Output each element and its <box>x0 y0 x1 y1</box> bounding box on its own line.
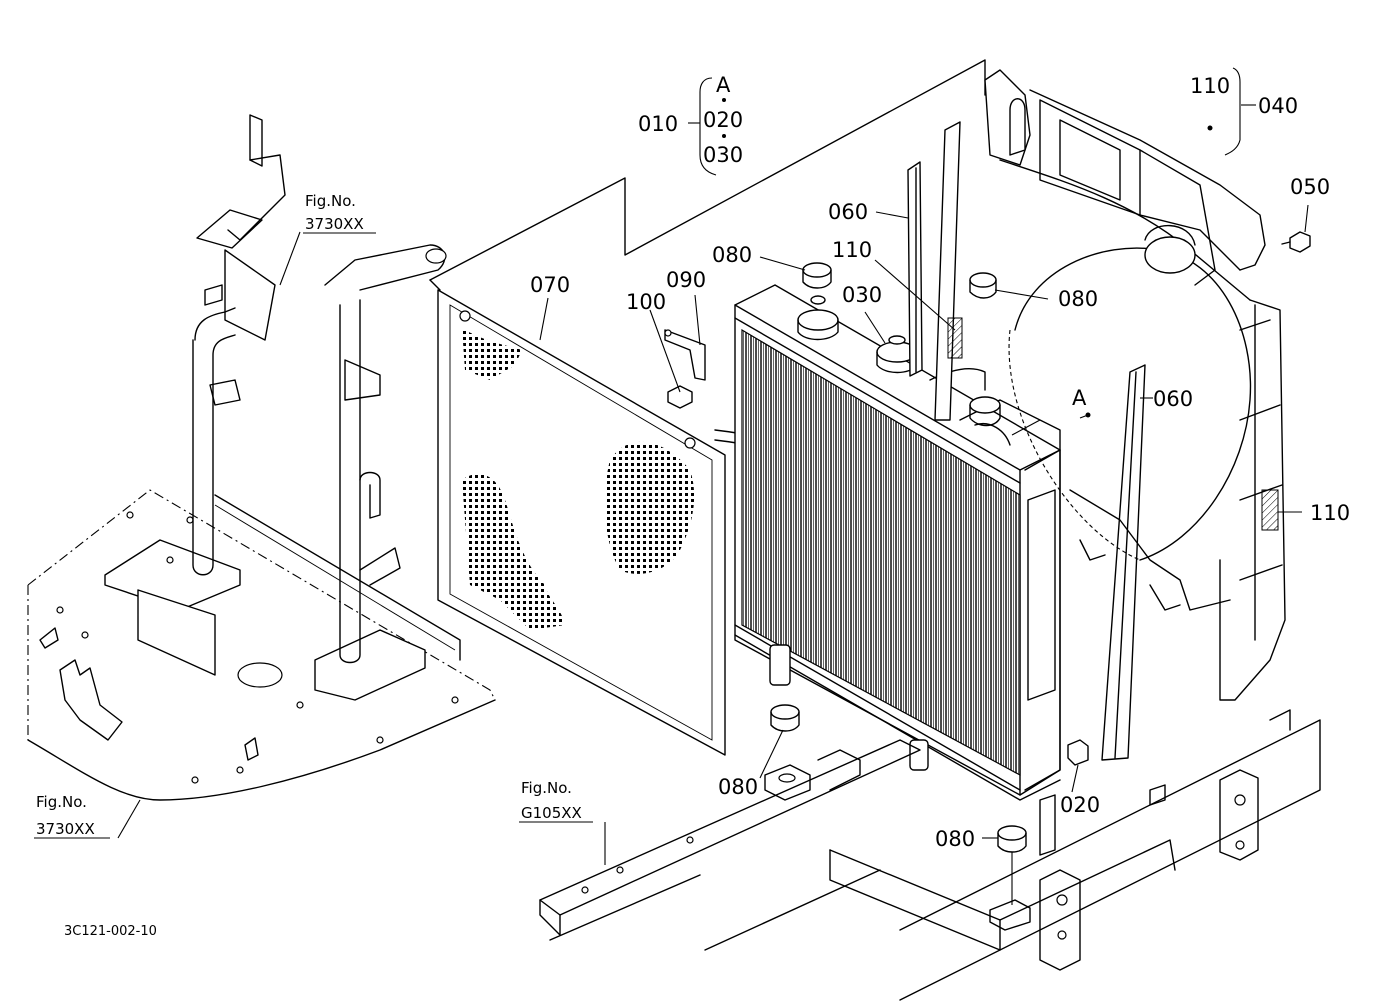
label-110-right: 110 <box>1310 501 1350 525</box>
label-060-right: 060 <box>1153 387 1193 411</box>
seal-060-right <box>1101 364 1146 761</box>
label-080-bottom: 080 <box>718 775 758 799</box>
label-020-bottom: 020 <box>1060 793 1100 817</box>
label-010: 010 <box>638 112 678 136</box>
radiator-cap-030 <box>797 295 1001 427</box>
fig-ref-left-number: 3730XX <box>36 820 95 838</box>
label-050: 050 <box>1290 175 1330 199</box>
cushion-080-lower <box>997 825 1027 853</box>
fig-ref-top-number: 3730XX <box>305 215 364 233</box>
label-100: 100 <box>626 290 666 314</box>
bolt-050 <box>1281 231 1311 253</box>
cushion-080-bottom <box>770 704 800 732</box>
label-020-top: 020 <box>703 108 743 132</box>
mesh-screen-070 <box>437 289 941 756</box>
label-090: 090 <box>666 268 706 292</box>
bracket-090 <box>664 329 706 381</box>
label-110-top: 110 <box>1190 74 1230 98</box>
fig-ref-bottom-number: G105XX <box>521 804 582 822</box>
callouts: A 010 020 030 110 040 050 060 110 080 03… <box>530 73 1350 851</box>
support-frame <box>192 114 447 664</box>
label-080-right: 080 <box>1058 287 1098 311</box>
bolt-100 <box>667 385 693 409</box>
label-110-mid: 110 <box>832 238 872 262</box>
seal-060-center <box>934 121 961 421</box>
assembly-boundary <box>429 59 986 291</box>
lower-frame <box>539 709 1321 1001</box>
label-060-top: 060 <box>828 200 868 224</box>
dot-marker <box>722 134 726 138</box>
label-040: 040 <box>1258 94 1298 118</box>
label-080-lower: 080 <box>935 827 975 851</box>
seal-060-left <box>907 161 923 377</box>
drain-plug-020 <box>1067 739 1089 766</box>
leader-lines <box>117 67 1309 905</box>
label-070: 070 <box>530 273 570 297</box>
fan-shroud-040 <box>947 69 1286 701</box>
dot-marker <box>722 98 726 102</box>
label-080-left: 080 <box>712 243 752 267</box>
drawing-code: 3C121-002-10 <box>64 924 157 939</box>
label-ref-a-rad: A <box>1072 386 1087 410</box>
cushion-080-top <box>802 262 832 289</box>
figure-references: Fig.No. 3730XX Fig.No. 3730XX Fig.No. G1… <box>34 192 593 839</box>
floor-plate <box>27 489 496 801</box>
label-ref-a-top: A <box>716 73 731 97</box>
label-030-cap: 030 <box>842 283 882 307</box>
fig-ref-left-title: Fig.No. <box>36 793 87 811</box>
label-030-top: 030 <box>703 143 743 167</box>
fig-ref-top-title: Fig.No. <box>305 192 356 210</box>
fig-ref-bottom-title: Fig.No. <box>521 779 572 797</box>
cushion-080-right <box>969 272 997 299</box>
